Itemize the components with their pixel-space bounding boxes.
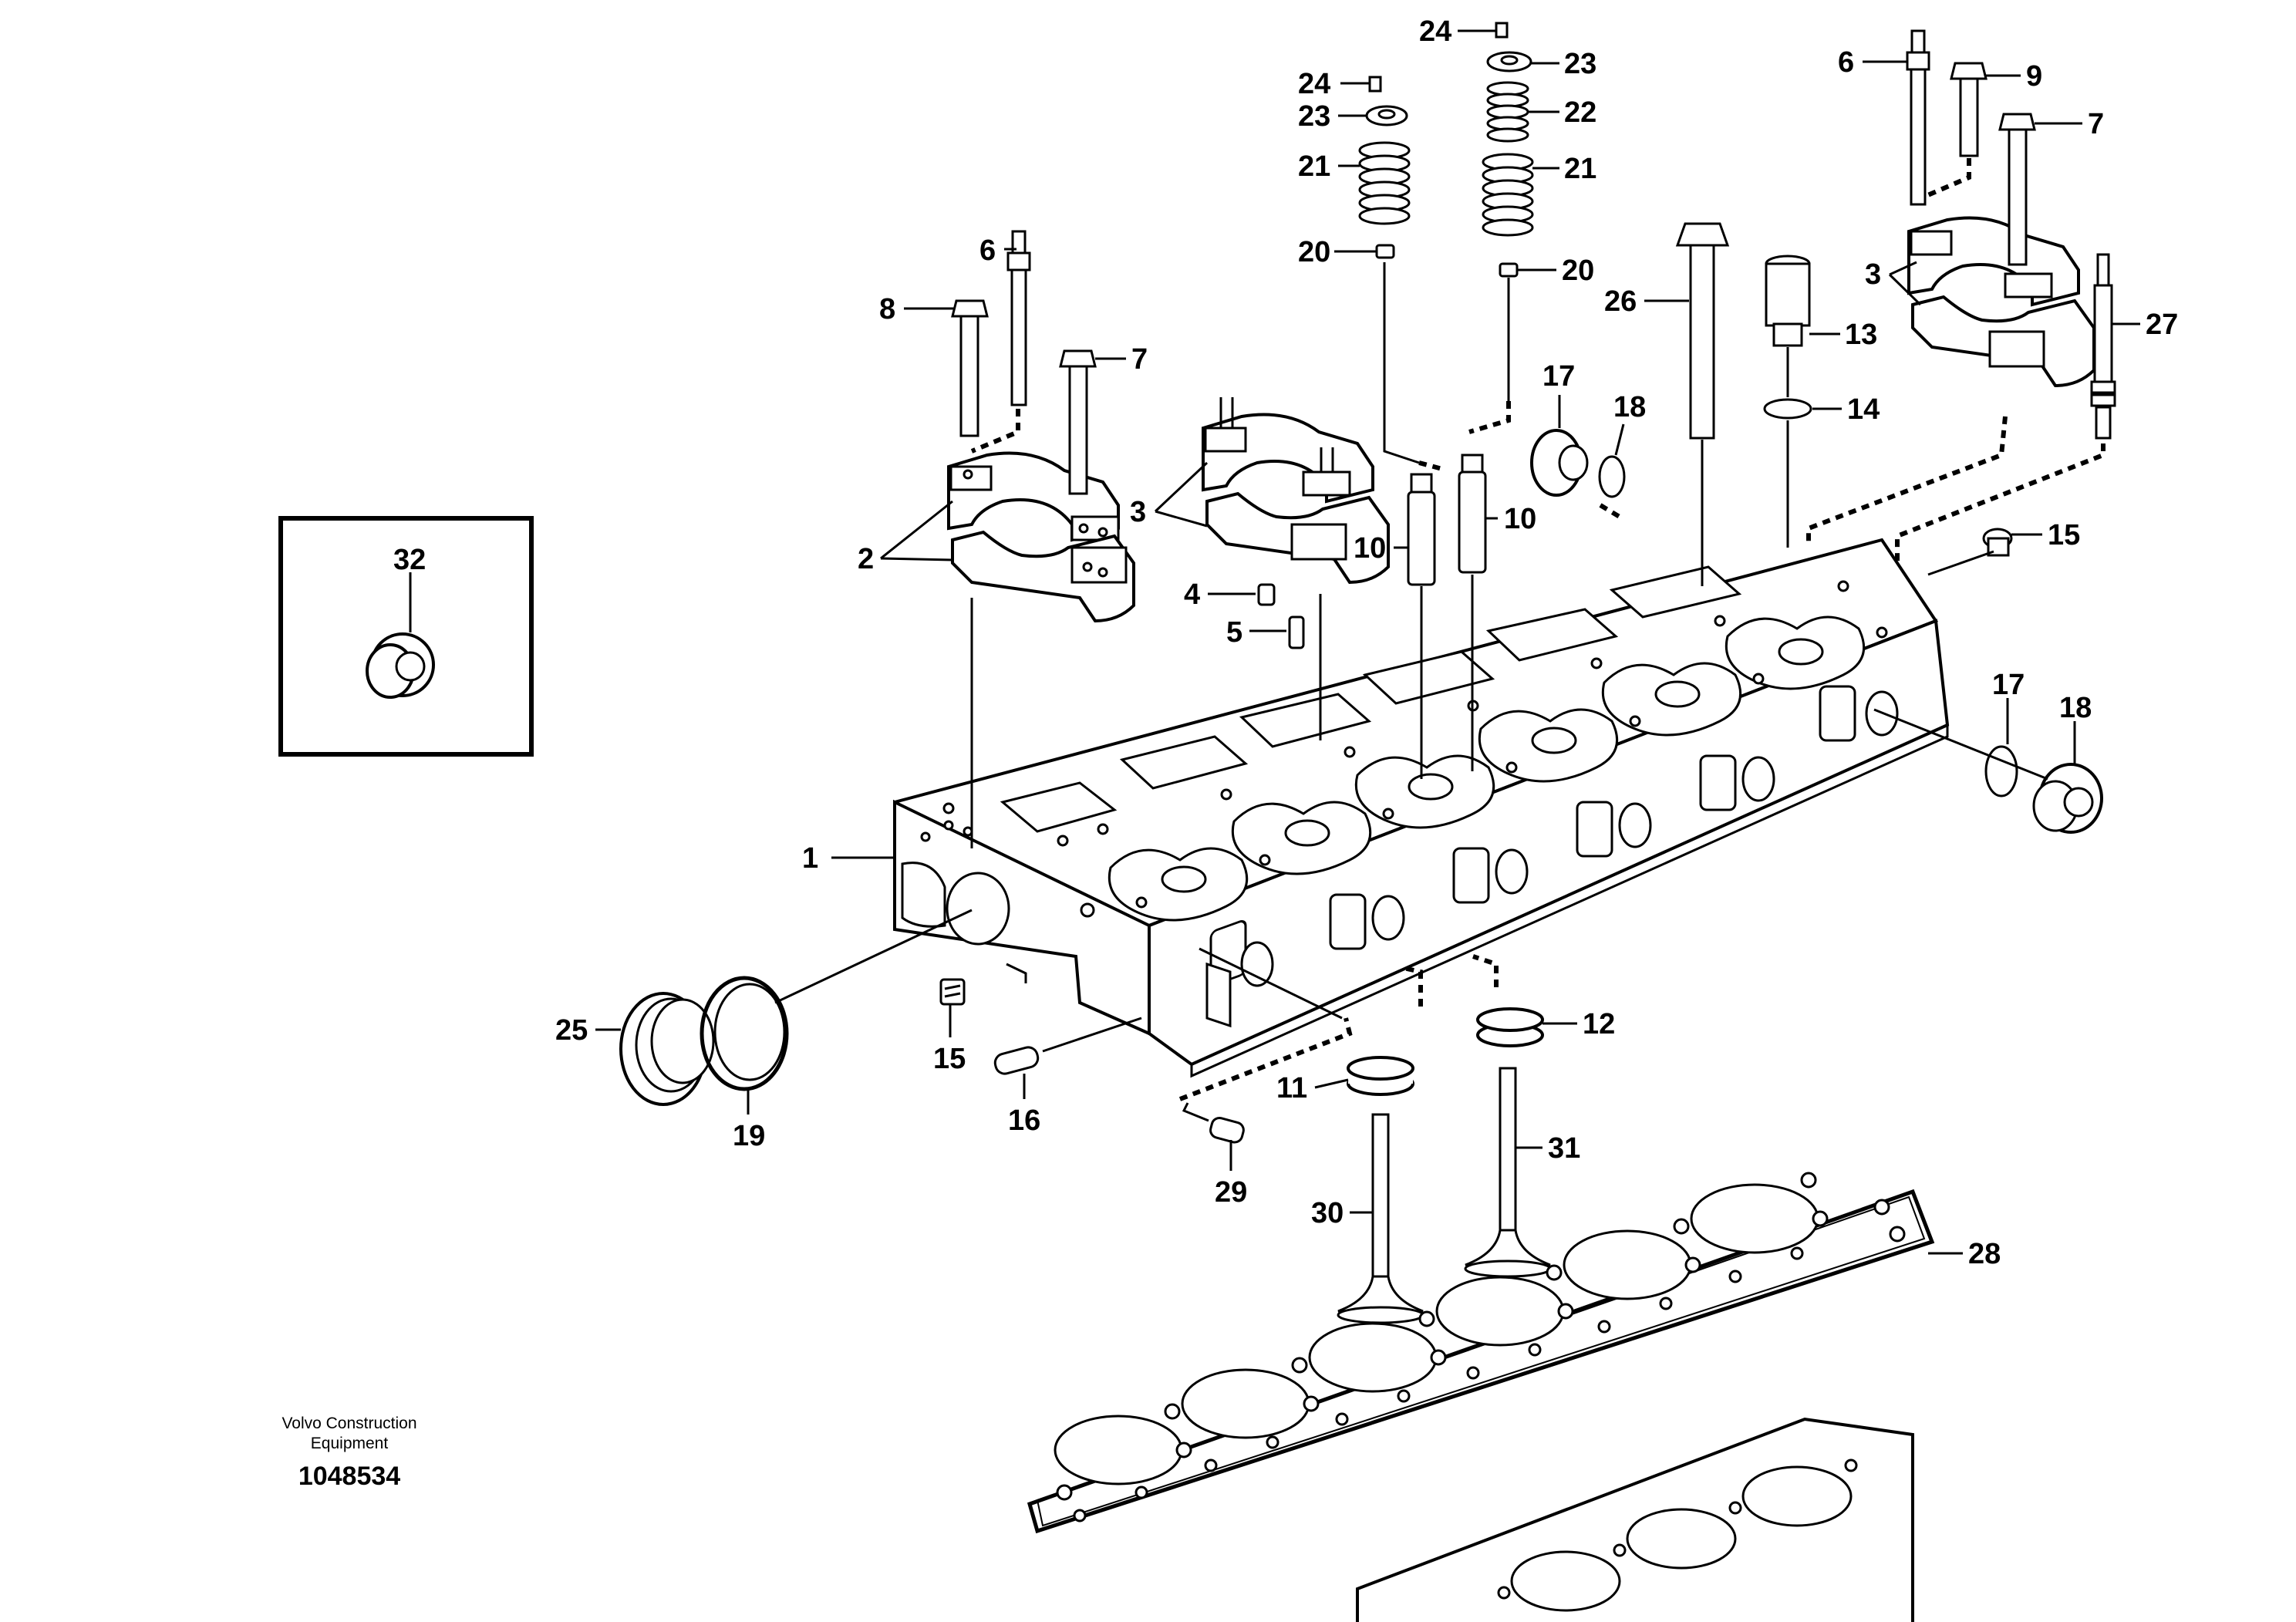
company-name-line-1: Volvo Construction — [282, 1415, 416, 1432]
o-ring-17-side — [1984, 745, 2018, 798]
bolt-8 — [951, 299, 989, 437]
head-gasket-28 — [1027, 1172, 1935, 1534]
document-number: 1048534 — [298, 1462, 400, 1491]
plug-15-left — [939, 978, 966, 1006]
callout-14: 14 — [1847, 393, 1880, 426]
bolt-7-left — [1059, 349, 1097, 495]
callout-labels: 1 2 3 3 4 5 6 6 7 7 8 9 10 10 11 12 13 1… — [393, 15, 2178, 1270]
valve-guide-10-right — [1458, 454, 1487, 574]
callout-9: 9 — [2026, 60, 2042, 93]
callout-21-left: 21 — [1298, 150, 1330, 183]
valve-spring-22 — [1486, 81, 1529, 143]
callout-24-left: 24 — [1298, 68, 1330, 100]
bolt-7-right — [1998, 113, 2036, 266]
seat-insert-11 — [1347, 1056, 1414, 1096]
callout-18-side: 18 — [2059, 692, 2092, 724]
engine-block-partial — [1356, 1417, 1914, 1622]
callout-3-right: 3 — [1865, 258, 1881, 291]
bearing-cap-2 — [947, 451, 1135, 623]
sleeve-16 — [993, 1046, 1040, 1075]
cylinder-head — [893, 538, 1950, 1078]
callout-18-top: 18 — [1613, 391, 1646, 423]
callout-10-right: 10 — [1504, 503, 1536, 535]
bearing-cap-3-right — [1907, 216, 2095, 388]
seal-ring-19 — [700, 976, 789, 1091]
callout-23-right: 23 — [1564, 48, 1596, 80]
callout-2: 2 — [858, 543, 874, 575]
stud-27 — [2090, 253, 2116, 440]
callout-10-left: 10 — [1354, 532, 1386, 565]
callout-15-left: 15 — [933, 1043, 966, 1075]
callout-28: 28 — [1968, 1238, 2001, 1270]
seat-insert-12 — [1476, 1007, 1544, 1047]
valve-spring-21-right — [1482, 153, 1534, 237]
bolt-26 — [1675, 222, 1730, 440]
callout-4: 4 — [1184, 578, 1200, 611]
callout-7-right: 7 — [2088, 108, 2104, 140]
injector-sleeve-13 — [1765, 255, 1811, 347]
cup-plug-25 — [619, 992, 715, 1106]
callout-30: 30 — [1311, 1197, 1344, 1229]
callout-25: 25 — [555, 1014, 588, 1047]
callout-20-right: 20 — [1562, 255, 1594, 287]
valve-keepers-24-right — [1495, 22, 1509, 39]
dowel-4 — [1257, 583, 1276, 606]
callout-22: 22 — [1564, 96, 1596, 129]
callout-1: 1 — [802, 842, 818, 875]
callout-32: 32 — [393, 544, 426, 576]
callout-27: 27 — [2146, 309, 2178, 341]
spring-retainer-23-right — [1486, 51, 1532, 73]
spring-retainer-23-left — [1365, 105, 1408, 126]
valve-seal-20-left — [1375, 244, 1395, 259]
valve-seal-20-right — [1499, 262, 1519, 278]
callout-23-left: 23 — [1298, 100, 1330, 133]
plug-29 — [1209, 1117, 1245, 1144]
valve-31 — [1464, 1067, 1552, 1278]
callout-11: 11 — [1276, 1072, 1307, 1104]
plug-32 — [366, 632, 435, 699]
callout-29: 29 — [1215, 1176, 1247, 1209]
callout-13: 13 — [1845, 319, 1877, 351]
bearing-cap-3-center — [1202, 397, 1390, 585]
callout-19: 19 — [733, 1120, 765, 1152]
leader-lines — [595, 29, 2140, 1255]
callout-8: 8 — [879, 293, 895, 325]
valve-spring-21-left — [1358, 141, 1411, 225]
plug-17-top — [1530, 429, 1589, 497]
bolt-9 — [1950, 62, 1988, 157]
callout-16: 16 — [1008, 1104, 1040, 1137]
bolt-6-left — [1006, 230, 1031, 406]
detail-box-32 — [278, 516, 534, 757]
o-ring-18-top — [1598, 455, 1626, 498]
o-ring-14 — [1763, 398, 1812, 420]
plug-15-right — [1982, 528, 2013, 557]
valve-30 — [1337, 1113, 1424, 1324]
callout-5: 5 — [1226, 616, 1242, 649]
callout-31: 31 — [1548, 1132, 1580, 1165]
plug-18-side — [2032, 763, 2103, 834]
company-name-line-2: Equipment — [311, 1435, 389, 1452]
footer: Volvo Construction Equipment 1048534 — [282, 1415, 416, 1491]
callout-6-left: 6 — [979, 234, 996, 267]
bolt-6-right — [1906, 29, 1930, 206]
valve-keepers-24-left — [1368, 76, 1382, 93]
callout-24-right: 24 — [1419, 15, 1451, 48]
callout-3-center: 3 — [1130, 496, 1146, 528]
dowel-5 — [1288, 615, 1305, 649]
callout-15-right: 15 — [2048, 519, 2080, 551]
callout-20-left: 20 — [1298, 236, 1330, 268]
valve-guide-10-left — [1407, 473, 1436, 586]
callout-12: 12 — [1583, 1008, 1615, 1040]
callout-7-left: 7 — [1131, 343, 1148, 376]
callout-21-right: 21 — [1564, 153, 1596, 185]
callout-17-side: 17 — [1992, 669, 2025, 701]
callout-6-right: 6 — [1838, 46, 1854, 79]
callout-26: 26 — [1604, 285, 1637, 318]
callout-17-top: 17 — [1542, 360, 1575, 393]
